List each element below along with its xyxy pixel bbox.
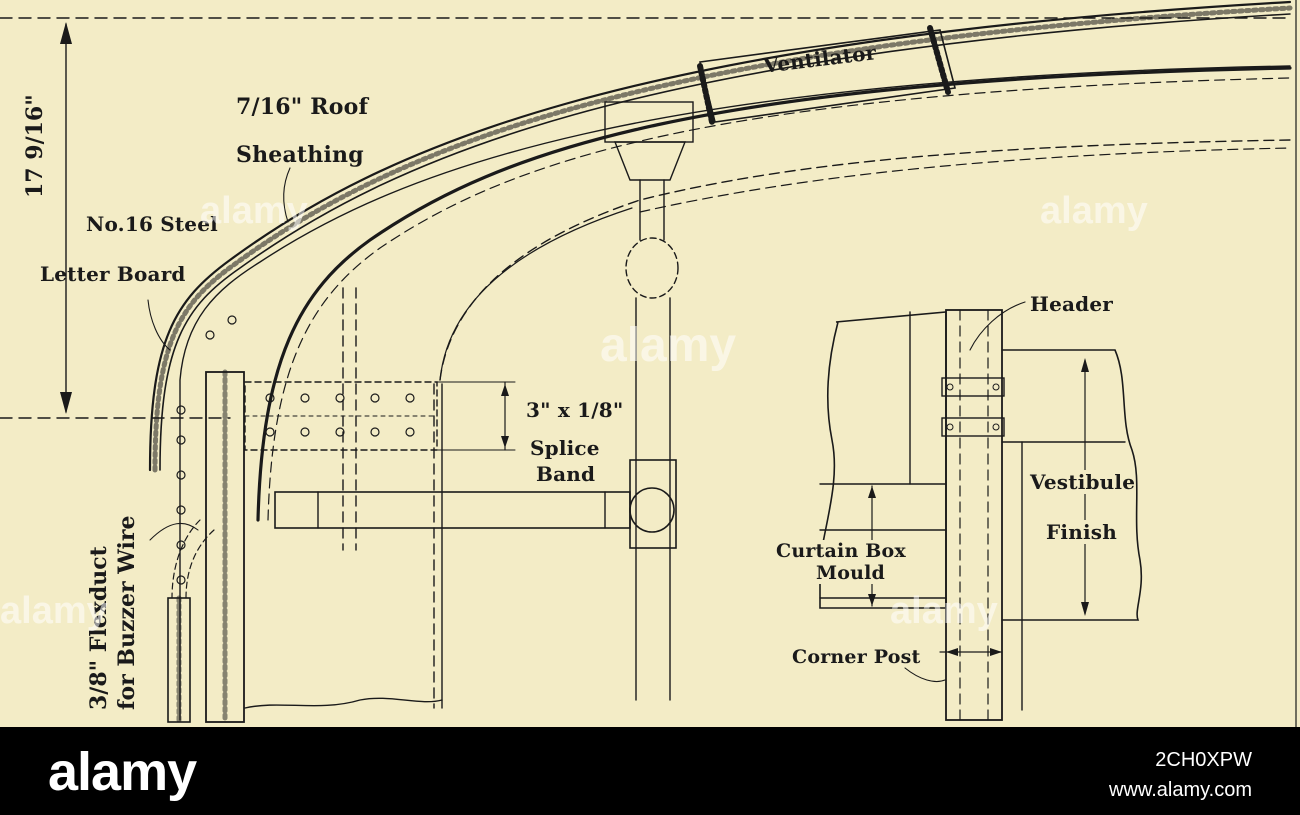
- rivets-column: [176, 315, 237, 585]
- leader-header: [969, 301, 1026, 351]
- flexduct-label-line2: for Buzzer Wire: [114, 515, 140, 710]
- broken-edge-left: [244, 697, 443, 709]
- roof-section-drawing: [0, 0, 1297, 727]
- watermark-top-left: alamy: [200, 190, 308, 232]
- leader-corner-post: [904, 667, 946, 683]
- dimension-height-label: 17 9/16": [22, 94, 48, 198]
- roof-sheathing-outer: [148, 0, 1292, 472]
- carline-outer: [179, 65, 1291, 721]
- roof-sheathing-label-line2: Sheathing: [236, 142, 364, 168]
- letter-board-label: Letter Board: [40, 262, 186, 286]
- leader-roof-sheathing: [283, 167, 291, 223]
- curtain-box-label-line1: Curtain Box: [776, 540, 906, 562]
- watermark-top-right: alamy: [1040, 190, 1148, 232]
- fixture-base: [613, 141, 687, 181]
- corner-bracket-top: [941, 377, 1005, 397]
- splice-band-label-line1: Splice: [530, 436, 600, 460]
- technical-drawing: 17 9/16" 7/16" Roof Sheathing No.16 Stee…: [0, 0, 1297, 727]
- image-reference: 2CH0XPW www.alamy.com: [1109, 745, 1252, 805]
- vestibule-finish-label-line2: Finish: [1046, 520, 1117, 544]
- carline-dashed: [267, 77, 1291, 521]
- watermark-bottom-right: alamy: [890, 590, 998, 632]
- leader-flexduct: [149, 522, 199, 541]
- ceiling-dashed-curve-2: [639, 147, 1291, 213]
- pipe-tee: [629, 459, 677, 549]
- lamp-bulb: [625, 237, 679, 299]
- dimension-arrow-up: [60, 22, 72, 44]
- alamy-logo: alamy: [48, 742, 197, 802]
- roof-sheathing-inner: [159, 13, 1291, 471]
- watermark-bottom-left: alamy: [0, 590, 108, 632]
- steel-plate-label: No.16 Steel: [86, 212, 218, 236]
- roof-sheathing-hatch: [152, 5, 1293, 473]
- site-url: www.alamy.com: [1109, 779, 1252, 801]
- image-id: 2CH0XPW: [1155, 749, 1252, 771]
- curtain-box-label-line2: Mould: [816, 562, 886, 584]
- roof-sheathing-label-line1: 7/16" Roof: [236, 94, 369, 120]
- corner-post: [945, 309, 1003, 721]
- corner-post-label: Corner Post: [792, 646, 921, 668]
- splice-band-label-line2: Band: [536, 462, 596, 486]
- watermark-center: alamy: [600, 319, 737, 372]
- corner-bracket-bottom: [941, 417, 1005, 437]
- splice-band-holes: [265, 393, 415, 437]
- alamy-footer-bar: alamy 2CH0XPW www.alamy.com: [0, 727, 1300, 815]
- ventilator-end-block: [927, 25, 951, 95]
- ventilator-start-block: [697, 63, 715, 125]
- splice-band-size-label: 3" x 1/8": [526, 398, 624, 422]
- steel-carline-heavy: [256, 66, 1292, 522]
- leader-letter-board: [147, 299, 171, 351]
- vestibule-finish-label-line1: Vestibule: [1030, 470, 1136, 494]
- header-label: Header: [1030, 292, 1114, 316]
- fixture-bracket: [604, 101, 694, 143]
- ceiling-dashed-curve: [439, 139, 1291, 381]
- horizontal-pipe: [274, 491, 631, 529]
- ceiling-solid-curve: [439, 207, 633, 381]
- dimension-arrow-down: [60, 392, 72, 414]
- vestibule-finish-panel: [1001, 349, 1143, 621]
